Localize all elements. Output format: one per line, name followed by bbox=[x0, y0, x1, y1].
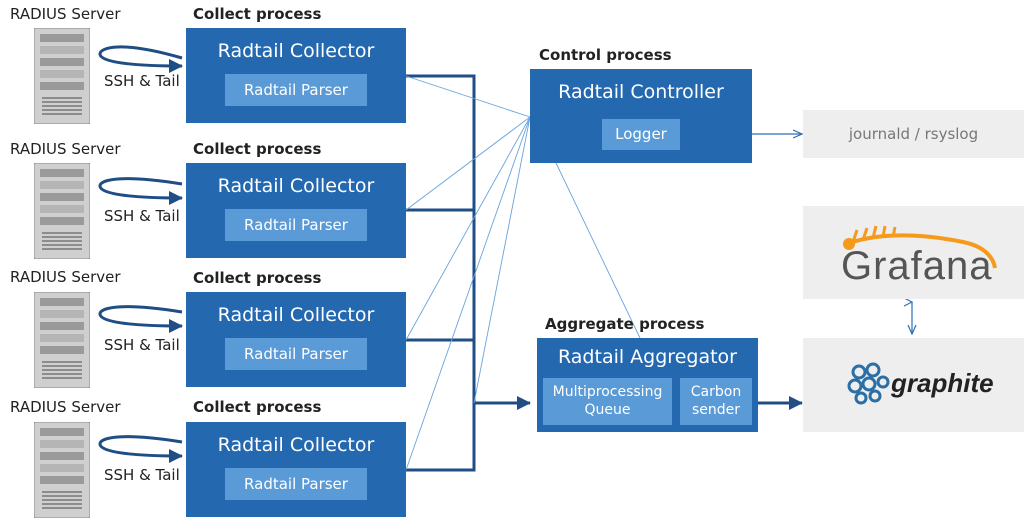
control-process-label: Control process bbox=[539, 46, 672, 64]
collector-box: Radtail Collector Radtail Parser bbox=[186, 422, 406, 517]
controller-title: Radtail Controller bbox=[558, 81, 724, 103]
parser-box: Radtail Parser bbox=[225, 468, 367, 500]
collector-box: Radtail Collector Radtail Parser bbox=[186, 28, 406, 123]
server-icon bbox=[34, 163, 90, 259]
ssh-loop-3 bbox=[98, 305, 183, 333]
grafana-box: Grafana bbox=[803, 206, 1024, 299]
collector-title: Radtail Collector bbox=[217, 434, 375, 456]
sender-box: Carbon sender bbox=[680, 378, 752, 425]
collect-process-label: Collect process bbox=[193, 140, 322, 158]
journald-label: journald / rsyslog bbox=[848, 125, 979, 143]
ssh-tail-label: SSH & Tail bbox=[104, 336, 180, 354]
queue-box: Multiprocessing Queue bbox=[543, 378, 672, 425]
journald-box: journald / rsyslog bbox=[803, 110, 1024, 158]
graphite-logo-icon bbox=[847, 362, 890, 405]
logger-box: Logger bbox=[602, 119, 680, 150]
server-icon bbox=[34, 422, 90, 518]
parser-box: Radtail Parser bbox=[225, 74, 367, 106]
aggregator-box: Radtail Aggregator Multiprocessing Queue… bbox=[537, 338, 758, 432]
grafana-wordmark: Grafana bbox=[841, 244, 993, 288]
ssh-tail-label: SSH & Tail bbox=[104, 466, 180, 484]
server-label: RADIUS Server bbox=[10, 268, 121, 286]
ssh-loop-2 bbox=[98, 177, 183, 205]
ssh-tail-label: SSH & Tail bbox=[104, 207, 180, 225]
server-label: RADIUS Server bbox=[10, 398, 121, 416]
collect-process-label: Collect process bbox=[193, 269, 322, 287]
server-label: RADIUS Server bbox=[10, 140, 121, 158]
collector-bus bbox=[406, 74, 531, 472]
collector-box: Radtail Collector Radtail Parser bbox=[186, 163, 406, 258]
control-lines bbox=[405, 75, 641, 471]
server-label: RADIUS Server bbox=[10, 5, 121, 23]
controller-box: Radtail Controller Logger bbox=[530, 69, 752, 163]
parser-box: Radtail Parser bbox=[225, 209, 367, 241]
aggregate-process-label: Aggregate process bbox=[545, 315, 705, 333]
server-icon bbox=[34, 292, 90, 388]
ssh-tail-label: SSH & Tail bbox=[104, 72, 180, 90]
collect-process-label: Collect process bbox=[193, 398, 322, 416]
parser-box: Radtail Parser bbox=[225, 338, 367, 370]
ssh-loop-4 bbox=[98, 435, 183, 463]
graphite-wordmark: graphite bbox=[891, 368, 994, 398]
collect-process-label: Collect process bbox=[193, 5, 322, 23]
server-icon bbox=[34, 28, 90, 124]
aggregator-title: Radtail Aggregator bbox=[558, 346, 737, 368]
graphite-box: graphite bbox=[803, 338, 1024, 432]
collector-title: Radtail Collector bbox=[217, 304, 375, 326]
collector-title: Radtail Collector bbox=[217, 40, 375, 62]
grafana-logo-icon bbox=[843, 225, 997, 269]
collector-title: Radtail Collector bbox=[217, 175, 375, 197]
collector-box: Radtail Collector Radtail Parser bbox=[186, 292, 406, 387]
ssh-loop-1 bbox=[98, 45, 183, 73]
